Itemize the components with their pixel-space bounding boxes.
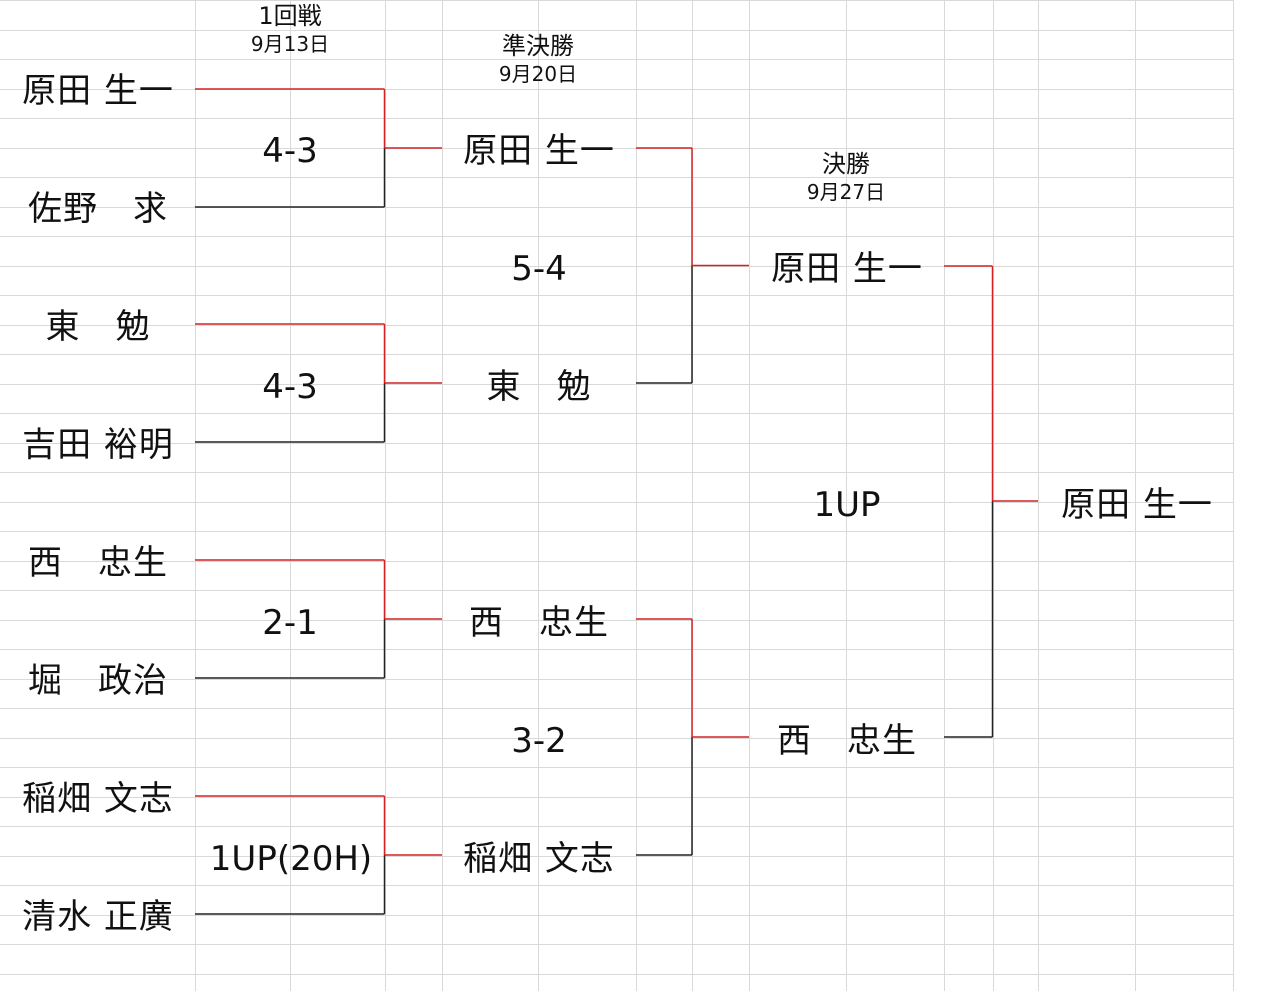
- round1-player: 原田 生一: [22, 71, 174, 111]
- round1-player: 清水 正廣: [22, 897, 174, 937]
- round1-player: 東 勉: [45, 307, 151, 347]
- final-score: 1UP: [813, 485, 881, 525]
- round1-player: 西 忠生: [28, 543, 168, 583]
- semifinal-player: 東 勉: [486, 367, 592, 407]
- champion-name: 原田 生一: [1061, 485, 1213, 525]
- semifinal-player: 原田 生一: [463, 131, 615, 171]
- round1-score: 2-1: [262, 603, 318, 643]
- round1-date: 9月13日: [250, 32, 330, 56]
- semifinal-player: 稲畑 文志: [463, 839, 615, 879]
- semifinal-title: 準決勝: [502, 32, 574, 60]
- round1-score: 1UP(20H): [209, 839, 373, 879]
- round1-score: 4-3: [262, 367, 318, 407]
- round1-player: 堀 政治: [28, 661, 168, 701]
- round1-player: 稲畑 文志: [22, 779, 174, 819]
- round1-player: 吉田 裕明: [22, 425, 174, 465]
- semifinal-score: 3-2: [511, 721, 567, 761]
- semifinal-date: 9月20日: [498, 62, 578, 86]
- semifinal-score: 5-4: [511, 249, 567, 289]
- round1-score: 4-3: [262, 131, 318, 171]
- round1-player: 佐野 求: [28, 189, 168, 229]
- round1-title: 1回戦: [258, 2, 322, 30]
- final-player: 西 忠生: [777, 721, 917, 761]
- semifinal-player: 西 忠生: [469, 603, 609, 643]
- final-player: 原田 生一: [771, 249, 923, 289]
- final-title: 決勝: [822, 150, 870, 178]
- final-date: 9月27日: [806, 180, 886, 204]
